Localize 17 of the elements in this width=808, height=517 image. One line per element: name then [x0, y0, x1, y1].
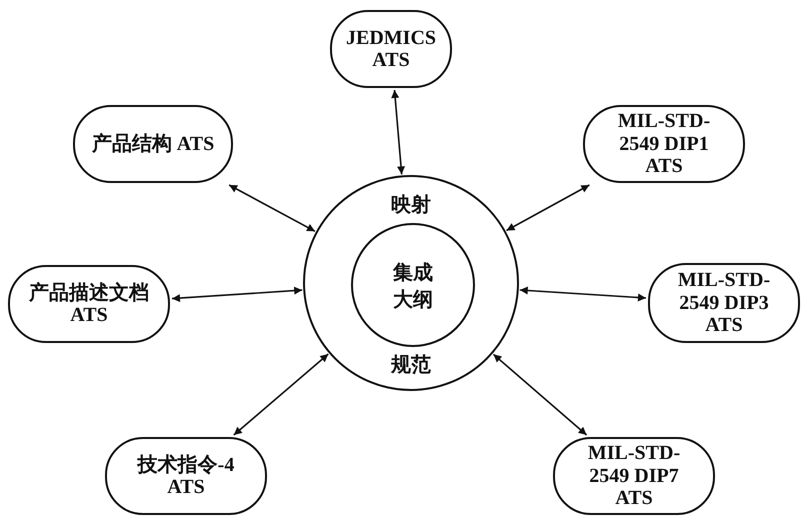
- rounded-box: MIL-STD-2549 DIP1 ATS: [583, 105, 745, 183]
- circle-label: 映射: [390, 193, 432, 218]
- rounded-box: 技术指令-4 ATS: [105, 437, 267, 515]
- arrow: [172, 286, 302, 302]
- arrow: [228, 184, 316, 232]
- rounded-box: MIL-STD-2549 DIP3 ATS: [648, 263, 800, 343]
- circle-label: 规范: [390, 353, 432, 378]
- rounded-box: 产品结构 ATS: [73, 105, 233, 183]
- circle-label: 集成大纲: [392, 261, 434, 313]
- arrow: [492, 354, 588, 436]
- rounded-box: MIL-STD-2549 DIP7 ATS: [553, 437, 715, 515]
- rounded-box: JEDMICS ATS: [330, 10, 452, 88]
- arrow: [233, 353, 329, 436]
- arrow: [520, 286, 646, 302]
- arrow: [506, 184, 590, 232]
- arrow: [391, 90, 405, 174]
- rounded-box: 产品描述文档 ATS: [8, 265, 170, 343]
